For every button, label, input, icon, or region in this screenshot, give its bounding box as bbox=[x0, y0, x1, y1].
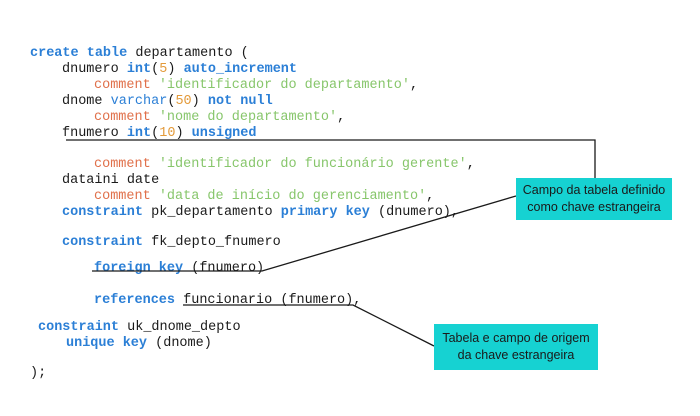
code-line-constraint-fk: constraint fk_depto_fnumero bbox=[62, 235, 281, 250]
code-line-create-table: create table departamento ( bbox=[30, 46, 249, 61]
code-line-references: references funcionario (fnumero), bbox=[94, 293, 362, 308]
code-line-comment-dataini: comment 'data de início do gerenciamento… bbox=[94, 189, 435, 204]
code-line-comment-dnumero: comment 'identificador do departamento', bbox=[94, 78, 419, 93]
code-line-close: ); bbox=[30, 366, 47, 381]
code-line-comment-dnome: comment 'nome do departamento', bbox=[94, 110, 346, 125]
callout-foreign-field: Campo da tabela definido como chave estr… bbox=[516, 178, 672, 220]
code-line-fnumero: fnumero int(10) unsigned bbox=[62, 126, 257, 141]
code-line-unique-key: unique key (dnome) bbox=[66, 336, 212, 351]
code-line-comment-fnumero: comment 'identificador do funcionário ge… bbox=[94, 157, 475, 172]
fnumero-pointer-line bbox=[66, 139, 596, 178]
code-line-primary-key: constraint pk_departamento primary key (… bbox=[62, 205, 460, 220]
code-line-constraint-uk: constraint uk_dnome_depto bbox=[38, 320, 241, 335]
code-line-foreign-key: foreign key (fnumero) bbox=[94, 261, 265, 276]
code-line-dnome: dnome varchar(50) not null bbox=[62, 94, 273, 109]
callout-origin: Tabela e campo de origem da chave estran… bbox=[434, 324, 598, 370]
code-line-dnumero: dnumero int(5) auto_increment bbox=[62, 62, 297, 77]
foreign-key-pointer-line bbox=[92, 195, 517, 272]
references-pointer-line bbox=[183, 304, 435, 347]
code-line-dataini: dataini date bbox=[62, 173, 160, 188]
